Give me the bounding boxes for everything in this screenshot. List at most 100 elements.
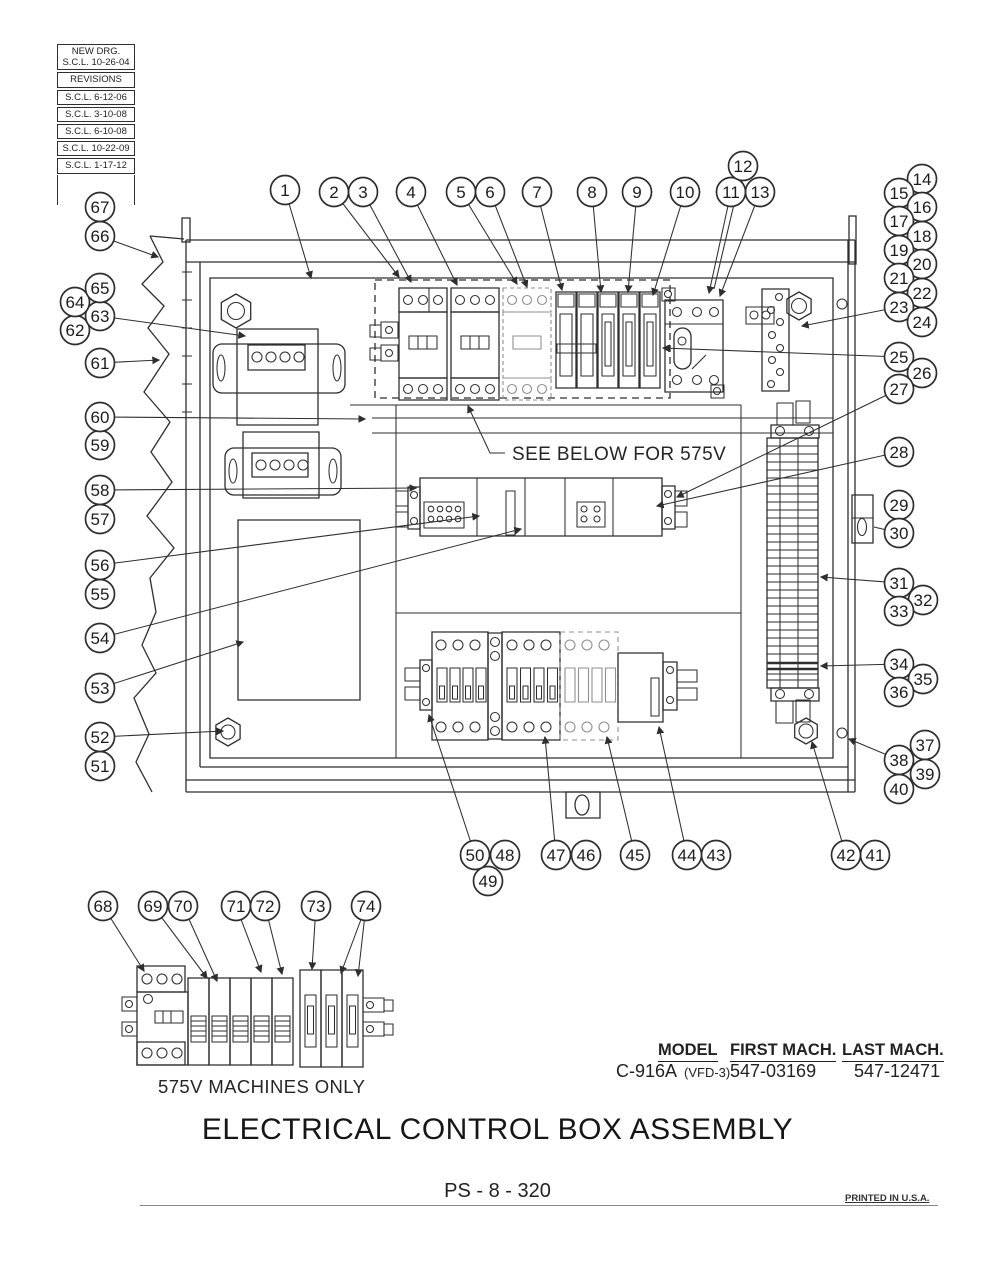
svg-text:8: 8 (587, 183, 596, 202)
latch (566, 792, 600, 818)
svg-text:18: 18 (913, 227, 932, 246)
revision-entry: S.C.L. 10-22-09 (57, 141, 135, 157)
svg-text:26: 26 (913, 364, 932, 383)
svg-text:73: 73 (307, 897, 326, 916)
svg-text:38: 38 (890, 751, 909, 770)
revision-entry: S.C.L. 6-10-08 (57, 124, 135, 140)
svg-text:35: 35 (914, 670, 933, 689)
svg-text:41: 41 (866, 846, 885, 865)
svg-text:67: 67 (91, 198, 110, 217)
svg-text:42: 42 (837, 846, 856, 865)
svg-text:13: 13 (751, 183, 770, 202)
leader-lines (100, 166, 899, 983)
callout-27: 27 (885, 375, 914, 404)
callout-35: 35 (909, 665, 938, 694)
callout-20: 20 (908, 250, 937, 279)
revision-entry: S.C.L. 1-17-12 (57, 158, 135, 174)
callout-58: 58 (86, 476, 115, 505)
phantom-block (560, 632, 618, 740)
svg-text:43: 43 (707, 846, 726, 865)
svg-text:14: 14 (913, 170, 932, 189)
printed-note: PRINTED IN U.S.A. (845, 1193, 930, 1204)
callout-14: 14 (908, 165, 937, 194)
svg-text:33: 33 (890, 602, 909, 621)
svg-text:22: 22 (913, 284, 932, 303)
callout-10: 10 (671, 178, 700, 207)
svg-text:17: 17 (890, 212, 909, 231)
callout-63: 63 (86, 302, 115, 331)
callout-43: 43 (702, 841, 731, 870)
svg-text:34: 34 (890, 655, 909, 674)
svg-text:15: 15 (890, 184, 909, 203)
svg-text:70: 70 (174, 897, 193, 916)
callout-44: 44 (673, 841, 702, 870)
callout-42: 42 (832, 841, 861, 870)
svg-text:29: 29 (890, 496, 909, 515)
revision-new-drawing-line1: NEW DRG. (71, 46, 121, 57)
svg-text:51: 51 (91, 757, 110, 776)
svg-text:53: 53 (91, 679, 110, 698)
transformer-lower (225, 432, 341, 498)
callout-37: 37 (911, 731, 940, 760)
callout-60: 60 (86, 403, 115, 432)
svg-text:74: 74 (357, 897, 376, 916)
callout-45: 45 (621, 841, 650, 870)
svg-text:2: 2 (329, 183, 338, 202)
svg-text:72: 72 (256, 897, 275, 916)
svg-text:11: 11 (722, 183, 740, 202)
revision-entry: S.C.L. 3-10-08 (57, 106, 135, 123)
callout-61: 61 (86, 349, 115, 378)
callout-38: 38 (885, 746, 914, 775)
model-variant: (VFD-3) (684, 1065, 731, 1080)
callout-64: 64 (61, 288, 90, 317)
callout-7: 7 (523, 178, 552, 207)
callout-5: 5 (447, 178, 476, 207)
callout-11: 11 (717, 178, 746, 207)
svg-text:57: 57 (91, 510, 110, 529)
callout-72: 72 (251, 892, 280, 921)
svg-text:36: 36 (890, 683, 909, 702)
model-value: C-916A (616, 1061, 678, 1081)
svg-text:16: 16 (913, 198, 932, 217)
drive-assembly (396, 478, 687, 536)
break-line (134, 236, 174, 792)
svg-text:66: 66 (91, 227, 110, 246)
blank-panel (238, 520, 360, 700)
model-table-header-last-mach: LAST MACH. (842, 1041, 944, 1062)
contactor-2 (451, 288, 499, 400)
svg-text:50: 50 (466, 846, 485, 865)
callout-4: 4 (397, 178, 426, 207)
callout-13: 13 (746, 178, 775, 207)
svg-text:3: 3 (358, 183, 367, 202)
callout-3: 3 (349, 178, 378, 207)
callout-59: 59 (86, 431, 115, 460)
svg-text:6: 6 (485, 183, 494, 202)
svg-text:58: 58 (91, 481, 110, 500)
callout-15: 15 (885, 179, 914, 208)
callout-9: 9 (623, 178, 652, 207)
see-below-note: SEE BELOW FOR 575V (512, 444, 727, 465)
svg-text:71: 71 (227, 897, 246, 916)
svg-text:46: 46 (577, 846, 596, 865)
callout-6: 6 (476, 178, 505, 207)
svg-text:49: 49 (479, 872, 498, 891)
svg-text:56: 56 (91, 556, 110, 575)
svg-text:28: 28 (890, 443, 909, 462)
svg-text:10: 10 (676, 183, 695, 202)
callout-62: 62 (61, 316, 90, 345)
callout-55: 55 (86, 580, 115, 609)
callout-28: 28 (885, 438, 914, 467)
svg-text:9: 9 (632, 183, 641, 202)
callout-23: 23 (885, 293, 914, 322)
svg-text:69: 69 (144, 897, 163, 916)
transformer-upper (213, 329, 345, 425)
revision-table-rails (57, 174, 135, 205)
callout-47: 47 (542, 841, 571, 870)
svg-text:37: 37 (916, 736, 935, 755)
svg-text:30: 30 (890, 524, 909, 543)
callout-36: 36 (885, 678, 914, 707)
svg-text:7: 7 (532, 183, 541, 202)
revision-header: REVISIONS (57, 72, 135, 88)
svg-text:59: 59 (91, 436, 110, 455)
svg-text:62: 62 (66, 321, 85, 340)
